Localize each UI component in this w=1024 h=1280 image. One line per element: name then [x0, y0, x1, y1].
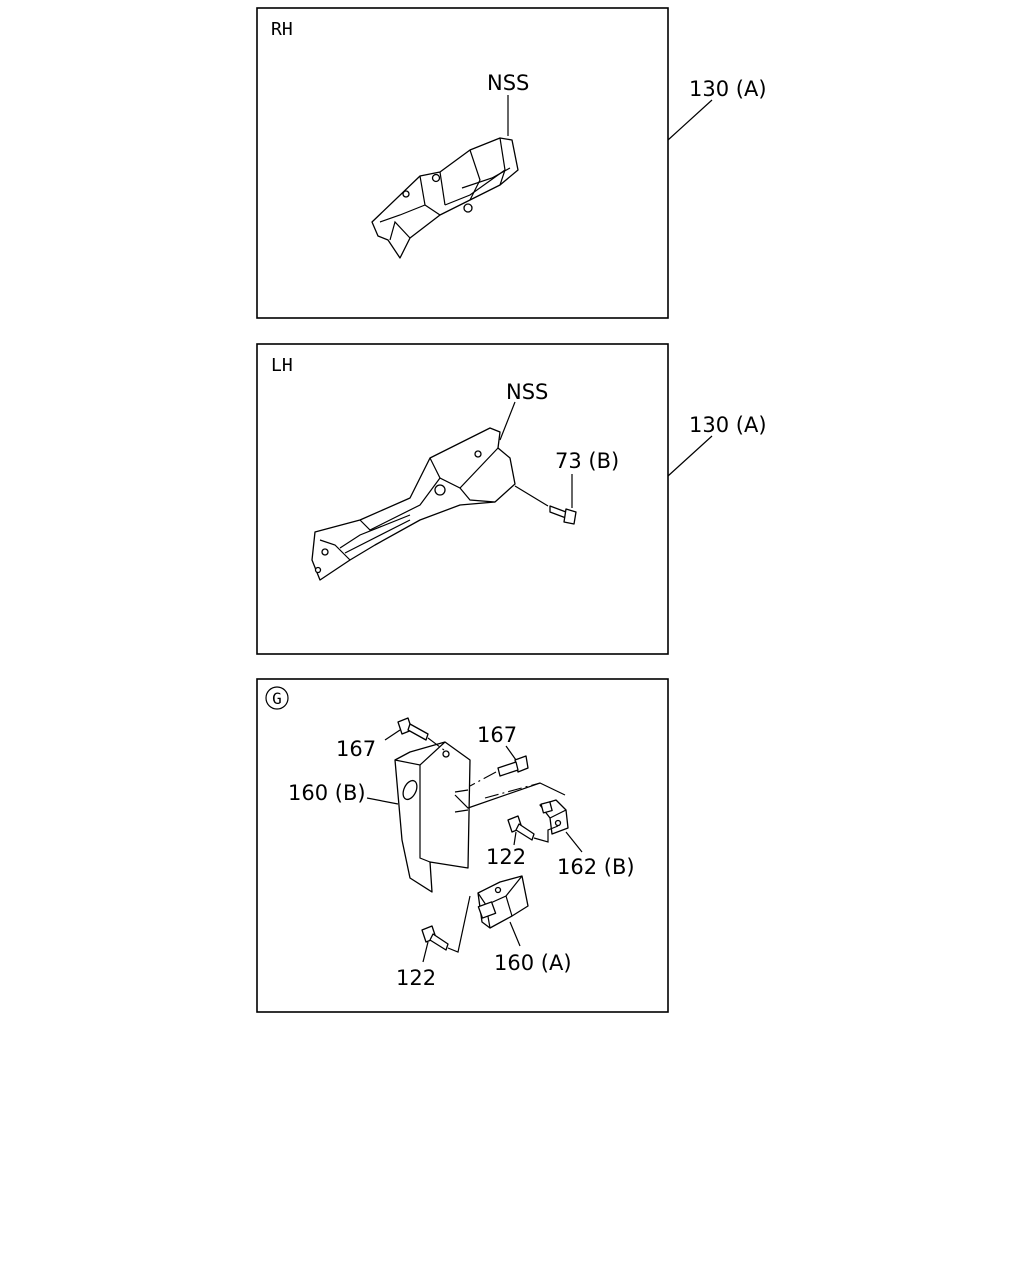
panel-lh-tag: LH	[271, 355, 293, 376]
bracket-160a-label: 160 (A)	[494, 951, 572, 975]
bolt-167-left-icon	[397, 717, 429, 741]
bolt-122-upper-icon	[507, 815, 535, 841]
panel-rh-frame	[256, 7, 669, 319]
bolt-122-lower-label: 122	[396, 966, 436, 990]
bracket-160a-leader	[509, 921, 521, 947]
bracket-160a-illustration	[477, 875, 529, 929]
lh-nss-leader	[499, 401, 516, 441]
rh-callout-leader	[667, 99, 713, 141]
bracket-160b-leader	[366, 797, 399, 805]
bolt-122-upper-label: 122	[486, 845, 526, 869]
lh-callout-label: 130 (A)	[689, 413, 767, 437]
bolt-167-right-label: 167	[477, 723, 517, 747]
guide-line-upper	[454, 782, 566, 809]
lh-bolt-icon	[514, 485, 577, 525]
bracket-160b-illustration	[394, 741, 471, 893]
bolt-167-right-icon	[497, 755, 529, 777]
lh-bracket-illustration	[311, 427, 516, 581]
panel-g-tag-circle	[265, 686, 289, 710]
bolt-122-lower-icon	[421, 925, 449, 951]
panel-g-tag: G	[272, 689, 282, 708]
panel-g: G 167 167 160 (B)	[256, 678, 669, 1013]
lh-callout-leader	[667, 435, 713, 477]
bolt-122-upper-leader	[513, 831, 517, 846]
panel-rh-tag: RH	[271, 19, 293, 40]
clip-162b-illustration	[539, 799, 569, 835]
panel-lh: LH 73 (B) NSS 130 (A)	[256, 343, 767, 655]
bolt-167-left-leader	[384, 729, 401, 741]
panel-lh-frame	[256, 343, 669, 655]
bolt-167-right-guide	[469, 771, 497, 787]
bolt-167-left-label: 167	[336, 737, 376, 761]
panel-rh: RH NSS 130 (A)	[256, 7, 767, 319]
panel-g-frame	[256, 678, 669, 1013]
lh-nss-label: NSS	[506, 380, 548, 404]
bolt-122-upper-guide	[533, 825, 559, 843]
rh-bracket-illustration	[371, 137, 519, 259]
bolt-122-lower-leader	[422, 941, 429, 963]
lh-bolt-label: 73 (B)	[555, 449, 619, 473]
bolt-167-left-guide	[427, 737, 445, 751]
rh-callout-label: 130 (A)	[689, 77, 767, 101]
bolt-167-right-leader	[505, 745, 517, 761]
clip-162b-label: 162 (B)	[557, 855, 635, 879]
rh-nss-label: NSS	[487, 71, 529, 95]
bolt-122-lower-guide	[447, 895, 471, 953]
bracket-160b-label: 160 (B)	[288, 781, 366, 805]
clip-162b-leader	[565, 831, 583, 853]
